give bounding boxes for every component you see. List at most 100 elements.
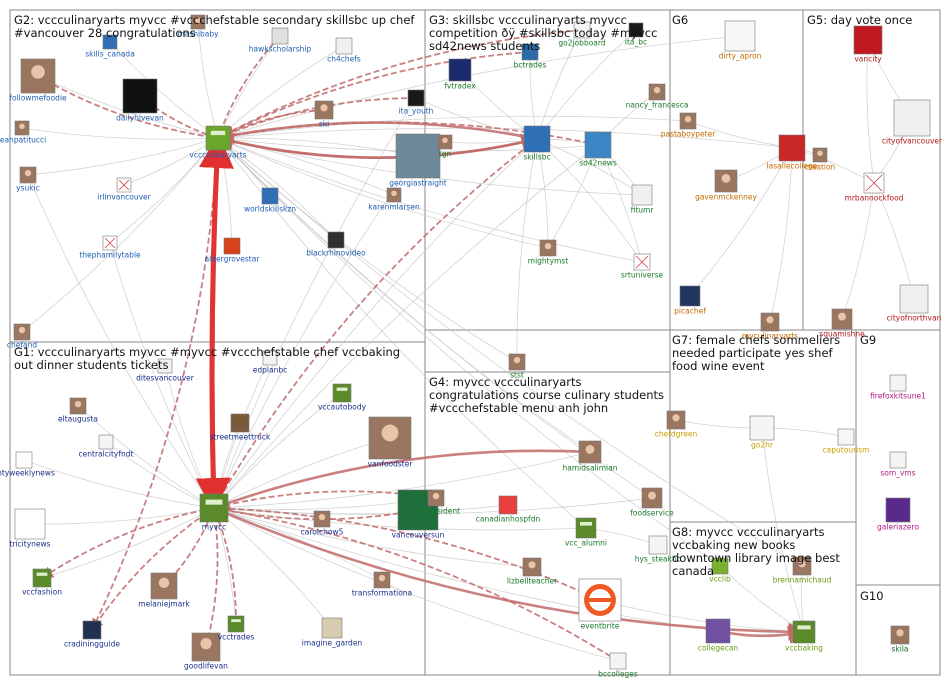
- node-vcctrades[interactable]: vcctrades: [218, 615, 255, 642]
- node-label: edplanbc: [253, 366, 287, 375]
- node-streetmeettruck[interactable]: streetmeettruck: [210, 413, 271, 442]
- node-mrbannockfood[interactable]: mrbannockfood: [845, 172, 904, 203]
- node-caputourism[interactable]: caputourism: [823, 428, 870, 455]
- node-vccpresident[interactable]: vccpresident: [412, 489, 460, 516]
- node-ch4chefs[interactable]: ch4chefs: [327, 37, 361, 64]
- node-transformationa[interactable]: transformationa: [352, 571, 412, 598]
- node-skills_canada[interactable]: skills_canada: [85, 34, 135, 59]
- node-chefdgreen[interactable]: chefdgreen: [655, 410, 698, 439]
- node-cityofvancouver[interactable]: cityofvancouver: [882, 99, 943, 146]
- node-stst[interactable]: stst: [508, 353, 526, 380]
- node-vcclib[interactable]: vcclib: [709, 557, 731, 584]
- node-label: foodservice: [630, 509, 674, 518]
- node-label: transformationa: [352, 589, 412, 598]
- node-label: skillsbc: [523, 153, 550, 162]
- node-melaniejmark[interactable]: melaniejmark: [138, 572, 190, 609]
- node-goodlifevan[interactable]: goodlifevan: [184, 632, 228, 671]
- vcc-logo-icon: [575, 517, 597, 539]
- node-creation[interactable]: creation: [805, 147, 836, 172]
- node-tgn[interactable]: tgn: [437, 134, 453, 159]
- node-blackrhinovideo[interactable]: blackrhinovideo: [306, 231, 366, 258]
- node-fitumr[interactable]: fitumr: [631, 184, 655, 215]
- node-georgiastraight[interactable]: georgiastraight: [389, 133, 447, 188]
- node-firefoxkitsune1[interactable]: firefoxkitsune1: [870, 374, 926, 401]
- node-ysukic[interactable]: ysukic: [16, 166, 40, 193]
- node-chefand[interactable]: chefand: [7, 323, 37, 350]
- node-ita_bc[interactable]: ita_bc: [625, 22, 647, 47]
- node-aldergrovestar[interactable]: aldergrovestar: [205, 237, 261, 264]
- node-picachef[interactable]: picachef: [674, 285, 706, 316]
- garden-logo-icon: [321, 617, 343, 639]
- node-go2jobboard[interactable]: go2jobboard: [558, 21, 606, 48]
- node-label: thephamilytable: [79, 251, 141, 260]
- node-bctrades[interactable]: bctrades: [514, 43, 547, 70]
- node-cradiningguide[interactable]: cradiningguide: [64, 620, 120, 649]
- node-hamidsalimian[interactable]: hamidsalimian: [563, 440, 618, 473]
- node-go2hr[interactable]: go2hr: [749, 415, 775, 450]
- edge-ysukic-vccculinaryarts: [27, 136, 219, 176]
- node-ski[interactable]: ski: [314, 100, 334, 129]
- node-skila[interactable]: skila: [890, 625, 910, 654]
- node-skillsbc[interactable]: skillsbc: [523, 125, 551, 162]
- node-centralcityfndt[interactable]: centralcityfndt: [79, 434, 134, 459]
- node-ditesvancouver[interactable]: ditesvancouver: [136, 358, 195, 383]
- node-vancity[interactable]: vancity: [853, 25, 883, 64]
- node-thephamilytable[interactable]: thephamilytable: [79, 235, 141, 260]
- node-eventbrite[interactable]: eventbrite: [578, 578, 622, 631]
- node-bccolleges[interactable]: bccolleges: [598, 652, 638, 679]
- node-irlinvancouver[interactable]: irlinvancouver: [97, 177, 152, 202]
- node-cityofnorthvan[interactable]: cityofnorthvan: [887, 284, 942, 323]
- node-sd42news[interactable]: sd42news: [579, 131, 617, 168]
- star-logo-icon: [223, 237, 241, 255]
- rhino-logo-icon: [327, 231, 345, 249]
- news-logo-icon: [14, 508, 46, 540]
- node-followmefoodie[interactable]: followmefoodie: [9, 58, 67, 103]
- node-tricitynews[interactable]: tricitynews: [9, 508, 51, 549]
- node-brennamichaud[interactable]: brennamichaud: [773, 556, 832, 585]
- node-lizbellteacher[interactable]: lizbellteacher: [507, 557, 558, 586]
- central-logo-icon: [98, 434, 114, 450]
- node-imagine_garden[interactable]: imagine_garden: [302, 617, 363, 648]
- node-galeriazero[interactable]: galeriazero: [877, 497, 919, 532]
- node-edplanbc[interactable]: edplanbc: [253, 350, 287, 375]
- node-pastaboypeter[interactable]: pastaboypeter: [661, 112, 717, 139]
- profile-photo-icon: [368, 416, 412, 460]
- node-leahpatitucci[interactable]: leahpatitucci: [0, 120, 46, 145]
- node-vccfashion[interactable]: vccfashion: [22, 568, 62, 597]
- node-gavenmckenney[interactable]: gavenmckenney: [695, 169, 757, 202]
- node-squamishne[interactable]: squamishne: [819, 308, 865, 339]
- group-label-g5: G5: day vote once: [807, 13, 912, 27]
- node-mashibaby[interactable]: mashibaby: [177, 14, 219, 39]
- node-cntyweeklynews[interactable]: cntyweeklynews: [0, 451, 55, 478]
- node-dirty_apron[interactable]: dirty_apron: [719, 20, 762, 61]
- node-hys_steakhouse[interactable]: hys_steakho: [635, 535, 682, 564]
- college-logo-icon: [705, 618, 731, 644]
- node-foodservice[interactable]: foodservice: [630, 487, 674, 518]
- node-nancy_francesca[interactable]: nancy_francesca: [626, 83, 689, 110]
- node-srtuniverse[interactable]: srtuniverse: [621, 253, 664, 280]
- node-dailyhivevan[interactable]: dailyhivevan: [116, 78, 164, 123]
- node-vccculinaryarts[interactable]: vccculinaryarts: [189, 125, 247, 160]
- node-hawkscholarship[interactable]: hawkscholarship: [249, 27, 312, 54]
- node-worldskillskzn[interactable]: worldskillskzn: [244, 187, 296, 214]
- node-som_vms[interactable]: som_vms: [880, 451, 916, 478]
- node-vcc_alumni[interactable]: vcc_alumni: [565, 517, 607, 548]
- node-myvcc[interactable]: myvcc: [199, 493, 229, 532]
- node-canadianhospfdn[interactable]: canadianhospfdn: [476, 495, 541, 524]
- node-vanfoodster[interactable]: vanfoodster: [368, 416, 414, 469]
- node-eltaugusta[interactable]: eltaugusta: [58, 397, 98, 424]
- node-fvtradex[interactable]: fvtradex: [444, 58, 476, 91]
- node-vccbaking[interactable]: vccbaking: [785, 620, 823, 653]
- node-carolchow5[interactable]: carolchow5: [301, 510, 344, 537]
- node-ita_youth[interactable]: ita_youth: [399, 89, 434, 116]
- edge-myvcc-vccfashion: [40, 507, 215, 579]
- node-lasallecollege[interactable]: lasallecollege: [767, 134, 818, 171]
- node-myculinaryarts[interactable]: myculinaryarts: [742, 312, 798, 341]
- node-collegecan[interactable]: collegecan: [698, 618, 739, 653]
- node-karenmlarsen[interactable]: karenmlarsen: [368, 187, 420, 212]
- node-mightymst[interactable]: mightymst: [528, 239, 568, 266]
- edge-squamishne-mrbannockfood: [841, 182, 877, 320]
- node-label: nancy_francesca: [626, 101, 689, 110]
- node-vccautobody[interactable]: vccautobody: [318, 383, 367, 412]
